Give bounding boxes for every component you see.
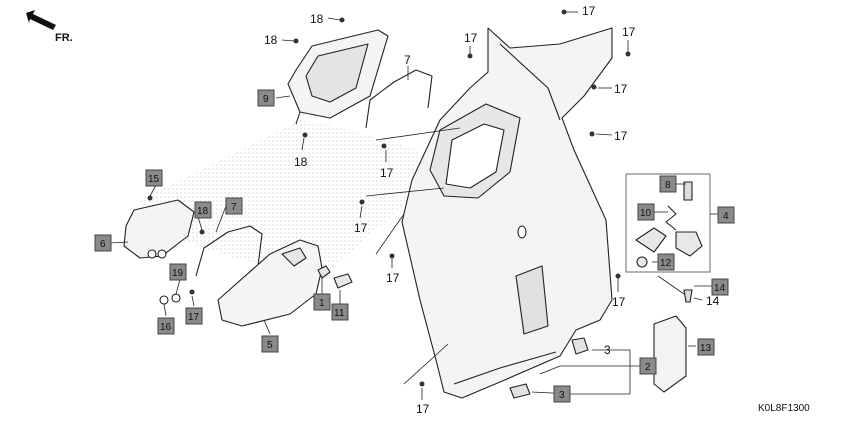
fastener-bolts xyxy=(147,9,631,387)
subassembly-bracket xyxy=(625,173,711,273)
label-17-i: 17 xyxy=(612,295,626,309)
label-17-d: 17 xyxy=(614,82,628,96)
svg-text:18: 18 xyxy=(197,206,209,217)
box-label-12: 12 xyxy=(657,253,675,271)
part-inner-cover xyxy=(401,27,613,399)
shadow-region xyxy=(140,120,420,270)
leader-lines xyxy=(109,11,718,400)
box-label-10: 10 xyxy=(637,203,655,221)
box-label-14: 14 xyxy=(711,278,729,296)
label-17-a: 17 xyxy=(464,31,478,45)
part-nut-12 xyxy=(636,256,648,268)
box-label-18: 18 xyxy=(194,201,212,219)
svg-text:8: 8 xyxy=(665,180,671,191)
box-label-4: 4 xyxy=(717,206,735,224)
label-3-a: 3 xyxy=(604,343,611,357)
svg-text:7: 7 xyxy=(231,202,237,213)
svg-text:2: 2 xyxy=(645,362,651,373)
part-washer-19 xyxy=(171,293,181,303)
box-label-19: 19 xyxy=(169,263,187,281)
label-17-f: 17 xyxy=(380,166,394,180)
label-17-j: 17 xyxy=(416,402,430,416)
label-17-b: 17 xyxy=(582,4,596,18)
box-label-13: 13 xyxy=(697,338,715,356)
svg-text:16: 16 xyxy=(160,322,172,333)
label-17-e: 17 xyxy=(614,129,628,143)
part-screw-14 xyxy=(683,289,693,303)
label-17-h: 17 xyxy=(386,271,400,285)
part-seal-7-lower xyxy=(195,225,263,277)
part-bracket-9 xyxy=(287,29,389,125)
part-insert-3-lower xyxy=(509,383,531,399)
box-label-3: 3 xyxy=(553,385,571,403)
label-18-a: 18 xyxy=(310,12,324,26)
svg-text:12: 12 xyxy=(660,258,672,269)
part-lid-13 xyxy=(653,315,687,393)
direction-label: FR. xyxy=(55,32,73,44)
svg-text:15: 15 xyxy=(148,174,160,185)
svg-text:3: 3 xyxy=(559,390,565,401)
part-spring-10 xyxy=(665,205,677,231)
box-label-1: 1 xyxy=(313,293,331,311)
part-bolt-8 xyxy=(683,181,693,201)
box-label-2: 2 xyxy=(639,357,657,375)
box-label-7: 7 xyxy=(225,197,243,215)
svg-text:1: 1 xyxy=(319,298,325,309)
svg-text:19: 19 xyxy=(172,268,184,279)
svg-text:9: 9 xyxy=(263,94,269,105)
part-bracket-6 xyxy=(123,199,195,259)
part-insert-3-upper xyxy=(571,337,589,355)
label-7-a: 7 xyxy=(404,53,411,67)
box-label-8: 8 xyxy=(659,175,677,193)
svg-text:10: 10 xyxy=(640,208,652,219)
part-lid-5 xyxy=(217,239,323,327)
svg-text:5: 5 xyxy=(267,340,273,351)
svg-text:13: 13 xyxy=(700,343,712,354)
part-washer-16 xyxy=(159,295,169,305)
label-17-g: 17 xyxy=(354,221,368,235)
box-label-9: 9 xyxy=(257,89,275,107)
label-17-c: 17 xyxy=(622,25,636,39)
box-label-6: 6 xyxy=(94,234,112,252)
svg-text:14: 14 xyxy=(714,283,726,294)
svg-text:4: 4 xyxy=(723,211,729,222)
part-clip-11 xyxy=(333,273,353,289)
box-label-5: 5 xyxy=(261,335,279,353)
part-seal-7-top xyxy=(365,69,433,129)
label-14-a: 14 xyxy=(706,294,720,308)
label-18-c: 18 xyxy=(294,155,308,169)
part-latch-4 xyxy=(635,227,667,253)
box-label-17: 17 xyxy=(185,307,203,325)
box-label-16: 16 xyxy=(157,317,175,335)
svg-text:11: 11 xyxy=(334,308,345,319)
figure-code: K0L8F1300 xyxy=(758,403,810,414)
part-latch-4b xyxy=(675,231,703,257)
box-label-11: 11 xyxy=(331,303,349,321)
svg-text:6: 6 xyxy=(100,239,106,250)
svg-text:17: 17 xyxy=(188,312,200,323)
label-18-b: 18 xyxy=(264,33,278,47)
box-label-15: 15 xyxy=(145,169,163,187)
front-direction-arrow-icon xyxy=(26,10,56,30)
part-hinge-1 xyxy=(317,265,331,279)
